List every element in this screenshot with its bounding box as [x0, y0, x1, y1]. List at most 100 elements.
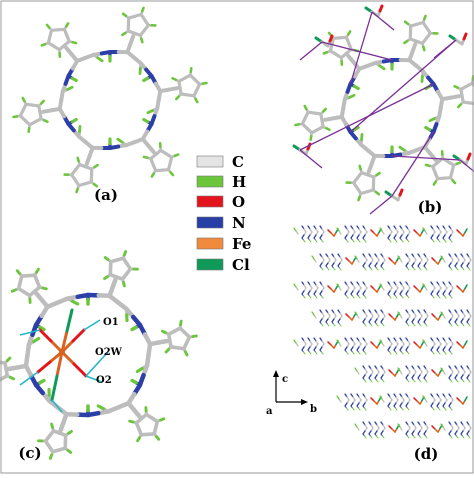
bond-stick	[326, 128, 329, 130]
bond-stick	[152, 174, 154, 177]
bond-stick	[406, 347, 408, 350]
bond-stick	[400, 147, 404, 150]
bond-stick	[363, 403, 365, 406]
bond-stick	[44, 120, 47, 122]
bond-stick	[326, 263, 328, 266]
bond-stick	[332, 319, 334, 322]
bond-stick	[443, 403, 445, 406]
bond-stick	[320, 291, 322, 294]
bond-stick	[383, 268, 385, 270]
bond-stick	[351, 403, 353, 406]
bond-stick	[455, 86, 458, 88]
bond-stick	[348, 31, 350, 34]
bond-stick	[312, 256, 314, 259]
bond-stick	[420, 436, 422, 438]
bond-stick	[363, 319, 365, 322]
bond-stick	[400, 403, 402, 406]
bond-stick	[414, 324, 416, 326]
atom-label-o1: O1	[103, 317, 119, 328]
bond-stick	[40, 381, 44, 383]
bond-stick	[414, 436, 416, 438]
bond-stick	[347, 408, 349, 410]
bond-stick	[323, 109, 325, 112]
bond-stick	[345, 403, 347, 406]
bond-stick	[433, 408, 435, 410]
bond-stick	[465, 397, 467, 401]
bond-stick	[431, 235, 433, 238]
bond-stick	[414, 380, 416, 382]
bond-stick	[381, 431, 383, 434]
panel-c-atom-labels: O1 O2W O2	[95, 317, 123, 386]
atom-label-o2w: O2W	[95, 347, 123, 358]
legend-item-c: C	[197, 153, 244, 171]
bond-stick	[376, 192, 379, 194]
bond-stick	[375, 431, 377, 434]
bond-stick	[431, 347, 433, 350]
bond-stick	[431, 403, 433, 406]
bond-stick	[137, 368, 142, 371]
bond-stick	[73, 301, 78, 304]
bond-stick	[365, 296, 367, 298]
bond-stick	[363, 431, 365, 434]
bond-stick	[294, 228, 296, 231]
bond-stick	[304, 240, 306, 242]
bond-stick	[130, 421, 133, 422]
bond-stick	[365, 268, 367, 270]
bond-stick	[365, 240, 367, 242]
bond-stick	[332, 263, 334, 266]
bond-stick	[402, 352, 404, 354]
bond-stick	[72, 120, 76, 122]
bond-stick	[353, 408, 355, 410]
bond-stick	[426, 436, 428, 438]
bond-stick	[381, 319, 383, 322]
iron-atom	[59, 349, 65, 355]
bond-stick	[124, 252, 125, 255]
bond-stick	[302, 347, 304, 350]
bond-stick	[326, 319, 328, 322]
bond-stick	[66, 48, 71, 55]
bond-stick	[302, 291, 304, 294]
bond-stick	[156, 437, 158, 440]
bond-stick	[355, 368, 357, 371]
bond-stick	[457, 436, 459, 438]
bond-stick	[302, 235, 304, 238]
bond-stick	[328, 268, 330, 270]
bond-stick	[423, 47, 424, 50]
legend-item-h: H	[197, 173, 246, 191]
bond-stick	[308, 347, 310, 350]
legend-swatch-fe	[197, 238, 223, 249]
bond-stick	[17, 271, 19, 274]
bond-stick	[449, 235, 451, 238]
bond-stick	[359, 240, 361, 242]
bond-stick	[418, 375, 420, 378]
bond-stick	[294, 340, 296, 343]
bond-stick	[74, 364, 86, 376]
bond-stick	[383, 436, 385, 438]
legend-label-c: C	[232, 153, 244, 171]
bond-stick	[310, 240, 312, 242]
bond-stick	[381, 263, 383, 266]
atom-label-o2: O2	[96, 375, 112, 386]
bond-stick	[185, 352, 187, 355]
bond-stick	[424, 319, 426, 322]
bond-stick	[469, 380, 471, 382]
bond-stick	[73, 330, 84, 341]
axis-c-label: c	[282, 374, 288, 385]
bond-stick	[467, 263, 469, 266]
bond-stick	[23, 98, 25, 101]
bond-stick	[345, 235, 347, 238]
bond-stick	[132, 327, 136, 329]
bond-stick	[445, 240, 447, 242]
bond-stick	[418, 319, 420, 322]
bond-stick	[12, 290, 15, 291]
bond-stick	[406, 263, 408, 266]
bond-stick	[451, 96, 459, 97]
contact-line	[434, 40, 456, 58]
bond-stick	[433, 240, 435, 242]
bond-stick	[38, 362, 50, 372]
bond-stick	[461, 375, 463, 378]
bond-stick	[105, 277, 108, 279]
bond-stick	[158, 341, 166, 342]
bond-stick	[439, 352, 441, 354]
bond-stick	[408, 380, 410, 382]
